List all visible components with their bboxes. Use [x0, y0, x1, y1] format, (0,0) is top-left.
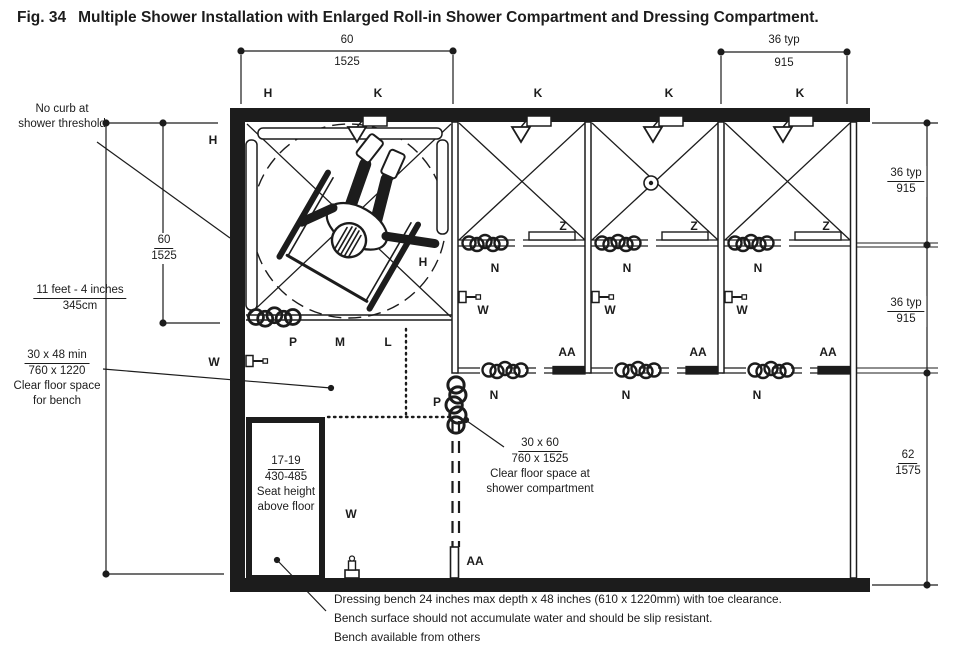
keynote-h-inside: H [418, 255, 428, 269]
figure-caption: Fig. 34 Multiple Shower Installation with… [17, 9, 819, 27]
keynote-z-3: Z [822, 219, 830, 233]
shower-clearance-value: 30 x 60 [518, 436, 562, 452]
dressing-compartment-edges [456, 365, 851, 375]
dim-right-typ-upper: 36 typ 915 [885, 166, 927, 197]
bench-clearance-value: 30 x 48 min [24, 348, 90, 364]
keynote-w-1: W [477, 303, 489, 317]
keynote-k-top-2: K [533, 86, 543, 100]
dim-right-typ-lower-value: 36 typ [887, 296, 925, 312]
figure-title: Multiple Shower Installation with Enlarg… [78, 9, 819, 26]
keynote-aa-1: AA [558, 345, 576, 359]
keynote-p-1: P [288, 335, 298, 349]
floor-fixture-icon [344, 555, 360, 579]
keynote-w-left: W [208, 355, 220, 369]
wheelchair-user-figure [276, 133, 440, 312]
keynote-w-3: W [736, 303, 748, 317]
keynote-k-top-4: K [795, 86, 805, 100]
keynote-n-lower-2: N [621, 388, 631, 402]
clear-floor-space-boundaries [326, 327, 461, 579]
bench-clearance-line4: for bench [33, 394, 81, 407]
keynote-n-lower-1: N [489, 388, 499, 402]
seat-height-line4: above floor [257, 500, 315, 513]
keynote-z-2: Z [690, 219, 698, 233]
keynote-n-upper-2: N [622, 261, 632, 275]
dim-right-clearance-metric: 1575 [895, 464, 921, 477]
keynote-m: M [335, 335, 345, 349]
dim-right-typ-upper-metric: 915 [896, 182, 916, 195]
bench-note-line3: Bench available from others [334, 629, 481, 644]
dim-right-typ-upper-value: 36 typ [887, 166, 925, 182]
keynote-w-bottom: W [345, 507, 357, 521]
figure-number: Fig. 34 [17, 9, 67, 26]
keynote-p-2: P [432, 395, 442, 409]
no-curb-line1: No curb at [35, 103, 89, 115]
dim-right-clearance: 62 1575 [893, 448, 923, 479]
shower-clearance-metric: 760 x 1525 [511, 452, 569, 465]
keynote-w-2: W [604, 303, 616, 317]
shower-curtain-icons [247, 233, 795, 435]
shower-clearance-line3: Clear floor space at [490, 467, 590, 480]
annotation-bench-note: Dressing bench 24 inches max depth x 48 … [334, 590, 782, 647]
grab-bars [245, 127, 449, 311]
keynote-z-1: Z [559, 219, 567, 233]
dim-top-width-value: 60 [340, 34, 354, 46]
bench-note-line1: Dressing bench 24 inches max depth x 48 … [334, 592, 782, 606]
shower-control-icons [245, 290, 748, 368]
no-curb-line2: shower threshold [18, 117, 106, 130]
keynote-n-upper-1: N [490, 261, 500, 275]
keynote-l: L [384, 335, 392, 349]
keynote-h-left: H [208, 133, 218, 147]
keynote-n-lower-3: N [752, 388, 762, 402]
shower-clearance-line4: shower compartment [486, 482, 594, 495]
keynote-n-upper-3: N [753, 261, 763, 275]
dim-top-typical-metric: 915 [774, 57, 794, 69]
dim-left-width: 60 1525 [149, 233, 179, 264]
dim-left-width-value: 60 [154, 233, 174, 249]
leader-lines [96, 141, 505, 612]
dim-overall-depth: 11 feet - 4 inches 345cm [33, 283, 127, 314]
seat-height-metric: 430-485 [264, 470, 308, 483]
floor-drain-icon [643, 175, 659, 191]
dim-overall-depth-metric: 345cm [62, 299, 98, 312]
keynote-k-top-1: K [373, 86, 383, 100]
dim-top-typical-value: 36 typ [768, 34, 800, 46]
seat-height-line3: Seat height [256, 485, 316, 498]
bench-clearance-metric: 760 x 1220 [28, 364, 86, 377]
annotation-shower-clearance: 30 x 60 760 x 1525 Clear floor space at … [486, 436, 593, 497]
annotation-bench-clearance: 30 x 48 min 760 x 1220 Clear floor space… [14, 348, 101, 409]
keynote-h-top: H [263, 86, 273, 100]
partition-walls [451, 121, 858, 579]
bench-clearance-line3: Clear floor space [13, 379, 101, 392]
annotation-no-curb: No curb at shower threshold [18, 102, 106, 132]
dim-right-typ-lower: 36 typ 915 [885, 296, 927, 327]
seat-height-value: 17-19 [268, 454, 304, 470]
keynote-aa-2: AA [689, 345, 707, 359]
dimension-lines [102, 47, 938, 589]
keynote-aa-bottom: AA [466, 554, 484, 568]
dressing-bench [246, 417, 325, 581]
dim-top-width-metric: 1525 [334, 56, 360, 68]
walls [230, 108, 870, 592]
dim-right-clearance-value: 62 [898, 448, 918, 464]
bench-note-line2: Bench surface should not accumulate wate… [334, 610, 713, 625]
dim-left-width-metric: 1525 [151, 249, 177, 262]
dim-overall-depth-value: 11 feet - 4 inches [33, 283, 127, 299]
annotation-seat-height: 17-19 430-485 Seat height above floor [257, 454, 315, 515]
dim-right-typ-lower-metric: 915 [896, 312, 916, 325]
keynote-aa-3: AA [819, 345, 837, 359]
keynote-k-top-3: K [664, 86, 674, 100]
